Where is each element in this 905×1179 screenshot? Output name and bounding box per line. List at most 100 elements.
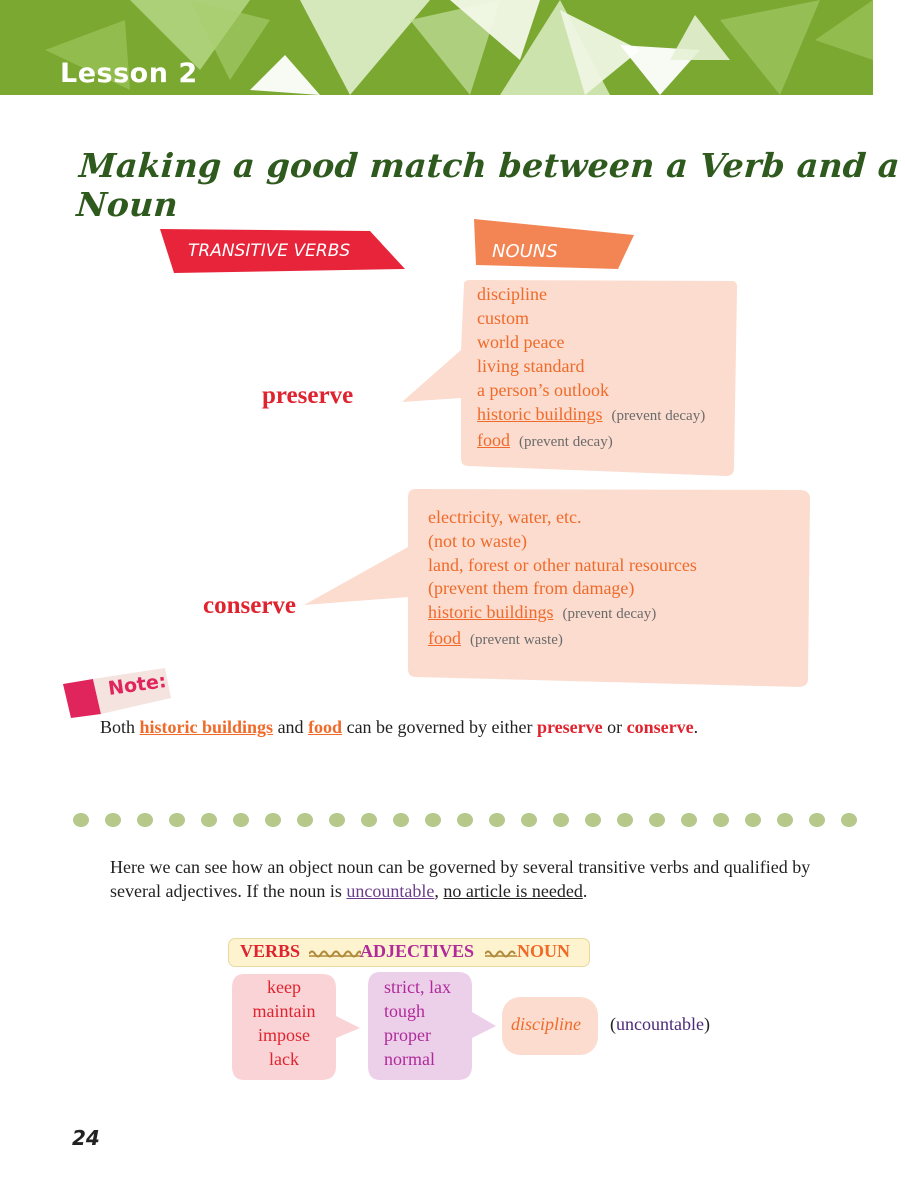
divider-dot: [745, 813, 761, 827]
divider-dot: [713, 813, 729, 827]
conserve-bubble: [304, 489, 810, 687]
historic-buildings-highlight: historic buildings: [139, 717, 274, 737]
page-number: 24: [72, 1126, 100, 1150]
list-item: proper: [384, 1025, 431, 1045]
divider-dot: [681, 813, 697, 827]
note-text: and: [273, 717, 309, 737]
noun-discipline: discipline: [511, 1014, 581, 1034]
food-text: food: [477, 430, 510, 450]
divider-dot: [777, 813, 793, 827]
lesson-label: Lesson 2: [60, 58, 198, 89]
verb-preserve: preserve: [262, 382, 354, 409]
list-item: historic buildings (prevent decay): [428, 601, 697, 627]
list-item: historic buildings (prevent decay): [477, 402, 705, 428]
intro-text: ,: [434, 881, 444, 901]
list-item: a person’s outlook: [477, 380, 609, 400]
list-item: strict, lax: [384, 977, 451, 997]
prevent-note: (prevent waste): [470, 631, 563, 648]
dotted-divider: [73, 813, 857, 827]
food-highlight: food: [308, 717, 343, 737]
uncountable-link: uncountable: [346, 881, 435, 901]
header-banner: Lesson 2: [0, 0, 873, 95]
list-item: food (prevent waste): [428, 627, 697, 653]
list-item: world peace: [477, 332, 565, 352]
list-item: lack: [269, 1049, 299, 1069]
divider-dot: [233, 813, 249, 827]
banner-triangles: [45, 0, 873, 95]
divider-dot: [457, 813, 473, 827]
divider-dot: [73, 813, 89, 827]
transitive-verbs-header: TRANSITIVE VERBS: [188, 241, 351, 261]
prevent-note: (prevent decay): [519, 434, 613, 450]
verbs-adjectives-noun-bar: VERBS ADJECTIVES NOUN: [228, 938, 590, 967]
prevent-note: (prevent decay): [562, 606, 657, 623]
rope-icon: [309, 950, 361, 958]
divider-dot: [169, 813, 185, 827]
noun-label: NOUN: [517, 941, 570, 961]
uncountable-text: uncountable: [616, 1014, 704, 1034]
list-item: impose: [258, 1025, 310, 1045]
list-item: food (prevent decay): [477, 428, 705, 454]
divider-dot: [137, 813, 153, 827]
divider-dot: [617, 813, 633, 827]
food-text: food: [428, 627, 461, 648]
preserve-bubble: [402, 280, 738, 476]
list-item: keep: [267, 977, 301, 997]
transitive-verbs-tag: [160, 229, 405, 273]
page-title: Making a good match between a Verb and a…: [75, 146, 902, 224]
nouns-tag: [474, 219, 634, 269]
historic-buildings-text: historic buildings: [477, 404, 603, 424]
conserve-noun-list: electricity, water, etc. (not to waste) …: [428, 506, 697, 653]
list-item: (not to waste): [428, 530, 527, 551]
divider-dot: [585, 813, 601, 827]
list-item: living standard: [477, 356, 585, 376]
historic-buildings-text: historic buildings: [428, 602, 554, 623]
list-item: normal: [384, 1049, 435, 1069]
prevent-note: (prevent decay): [611, 408, 706, 424]
list-item: electricity, water, etc.: [428, 507, 582, 527]
nouns-header: NOUNS: [492, 241, 558, 262]
divider-dot: [361, 813, 377, 827]
adjectives-list: strict, lax tough proper normal: [384, 975, 451, 1071]
no-article-text: no article is needed: [443, 881, 583, 901]
verbs-bubble: [232, 974, 360, 1080]
rope-icon: [485, 950, 517, 958]
verbs-label: VERBS: [240, 941, 301, 961]
divider-dot: [297, 813, 313, 827]
divider-dot: [393, 813, 409, 827]
verb-conserve: conserve: [203, 592, 297, 619]
note-sentence: Both historic buildings and food can be …: [100, 717, 698, 738]
note-text: or: [602, 717, 627, 737]
note-text: .: [693, 717, 699, 737]
list-item: land, forest or other natural resources: [428, 554, 697, 575]
list-item: custom: [477, 308, 529, 328]
divider-dot: [105, 813, 121, 827]
note-text: Both: [100, 717, 140, 737]
divider-dot: [329, 813, 345, 827]
divider-dot: [841, 813, 857, 827]
list-item: tough: [384, 1001, 426, 1021]
note-text: can be governed by either: [342, 717, 537, 737]
intro-paragraph: Here we can see how an object noun can b…: [110, 855, 830, 903]
preserve-noun-list: discipline custom world peace living sta…: [477, 282, 705, 454]
conserve-highlight: conserve: [626, 717, 694, 737]
divider-dot: [425, 813, 441, 827]
preserve-highlight: preserve: [537, 717, 603, 737]
intro-text: Here we can see how an object noun can b…: [110, 857, 811, 901]
list-item: (prevent them from damage): [428, 578, 635, 599]
verbs-list: keep maintain impose lack: [232, 975, 336, 1071]
adjectives-label: ADJECTIVES: [360, 941, 475, 961]
uncountable-note: (uncountable): [610, 1014, 710, 1034]
divider-dot: [809, 813, 825, 827]
divider-dot: [521, 813, 537, 827]
note-tag-icon: [63, 668, 171, 718]
list-item: discipline: [477, 284, 547, 304]
adjectives-bubble: [368, 972, 496, 1080]
divider-dot: [649, 813, 665, 827]
divider-dot: [553, 813, 569, 827]
divider-dot: [265, 813, 281, 827]
noun-bubble: [502, 997, 598, 1055]
intro-text: .: [582, 881, 588, 901]
list-item: maintain: [252, 1001, 316, 1021]
divider-dot: [489, 813, 505, 827]
